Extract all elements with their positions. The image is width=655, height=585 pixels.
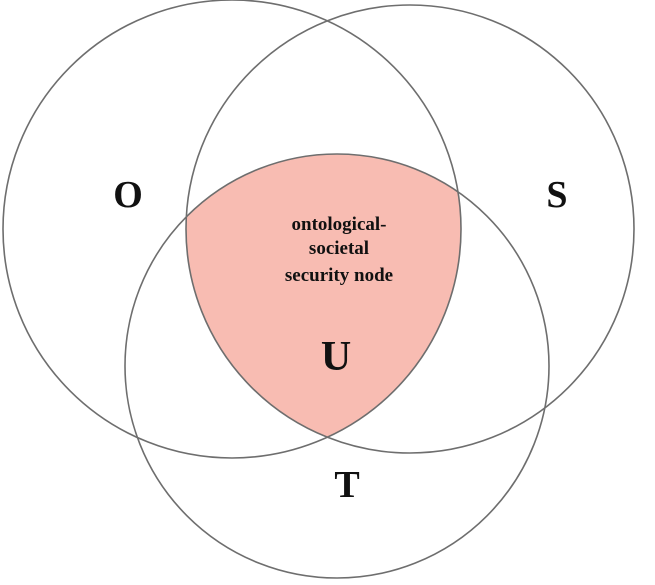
set-label-s: S <box>546 174 567 216</box>
node-description-line-2: societal <box>309 238 369 259</box>
node-description-line-1: ontological- <box>292 214 387 235</box>
circle-s <box>185 4 635 454</box>
node-description-line-3: security node <box>285 265 393 286</box>
intersection-region-u <box>186 154 461 453</box>
set-label-t: T <box>334 464 359 506</box>
circle-t <box>124 153 550 579</box>
set-label-o: O <box>113 174 143 216</box>
circle-o <box>2 0 462 459</box>
intersection-label-u: U <box>321 334 351 380</box>
